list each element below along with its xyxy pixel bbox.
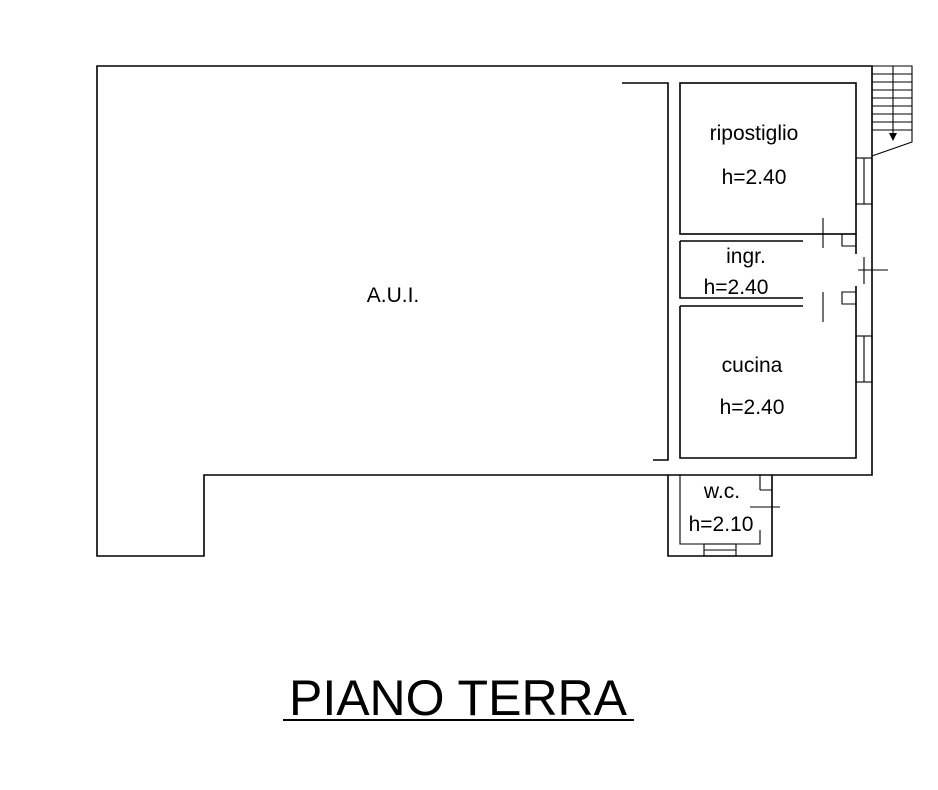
plan-title: PIANO TERRA [289, 670, 628, 726]
window-wc [703, 543, 737, 557]
wc-door-jamb [750, 489, 780, 508]
aui-partition-wall [622, 82, 669, 461]
cucina-height: h=2.40 [720, 396, 785, 419]
staircase-icon [871, 65, 913, 157]
ingresso-label: ingr. [726, 245, 766, 268]
wc-height: h=2.10 [689, 513, 754, 536]
door-jambs [822, 218, 888, 322]
ripostiglio-height: h=2.40 [722, 166, 787, 189]
ripostiglio-wall [679, 82, 857, 235]
stair-direction-arrow-icon [889, 133, 897, 141]
window-ripostiglio [855, 157, 873, 205]
wc-label: w.c. [703, 480, 740, 503]
ripostiglio-label: ripostiglio [710, 122, 799, 145]
window-cucina [855, 335, 873, 383]
cucina-wall [679, 305, 857, 459]
ingresso-height: h=2.40 [704, 276, 769, 299]
aui-label: A.U.I. [367, 284, 420, 307]
cucina-label: cucina [722, 354, 783, 377]
ingresso-wall [679, 240, 803, 299]
